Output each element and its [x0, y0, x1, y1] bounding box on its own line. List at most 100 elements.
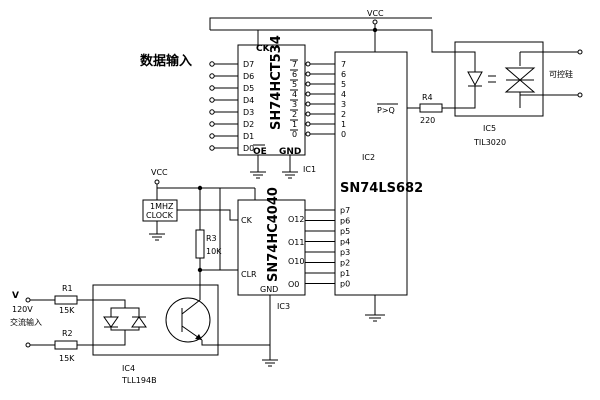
ic3-output-pin-label: O10	[288, 257, 304, 266]
ic1-data-pin-label: D0	[243, 144, 254, 153]
ic5-part-label: TIL3020	[473, 138, 506, 147]
input-voltage-label: 120V	[12, 305, 33, 314]
ic1-data-pin-label: D3	[243, 108, 254, 117]
ic1-data-pin-label: D5	[243, 84, 254, 93]
ic1-part-label: SH74HCT534	[269, 35, 284, 130]
r4-name: R4	[422, 93, 433, 102]
thyristor-label: 可控硅	[549, 69, 573, 79]
ic1-clock-pin-label: CK	[256, 44, 271, 54]
ic4-part-label: TLL194B	[121, 376, 157, 385]
r4-resistor	[419, 103, 443, 113]
ic2-q-pin-label: 5	[341, 80, 346, 89]
ic3-output-pin-label: O0	[288, 280, 299, 289]
data-input-terminal	[209, 97, 215, 103]
ic2-q-pin-label: 0	[341, 130, 346, 139]
ic1-output-bubble	[305, 61, 311, 67]
r2-value: 15K	[59, 354, 75, 363]
ic3-ck-label: CK	[241, 216, 253, 225]
r2-resistor	[54, 340, 78, 350]
ic2-q-pin-label: 4	[341, 90, 346, 99]
ic1-output-pin-label: 0	[292, 130, 297, 139]
ic1-data-pin-label: D2	[243, 120, 254, 129]
ic1-output-bubble	[305, 111, 311, 117]
ic5-led-icon	[467, 71, 483, 87]
r3-value: 10K	[206, 247, 222, 256]
ic2-p-pin-label: p5	[340, 227, 350, 236]
ac-input-terminal-top	[25, 297, 31, 303]
input-desc-label: 交流输入	[10, 317, 42, 327]
data-input-terminal	[209, 85, 215, 91]
ic1-data-pin-label: D7	[243, 60, 254, 69]
input-v-label: V	[12, 291, 19, 301]
ic1-output-bubble	[305, 91, 311, 97]
r1-value: 15K	[59, 306, 75, 315]
ic2-p-pin-label: p0	[340, 280, 350, 289]
ic1-data-pin-label: D1	[243, 132, 254, 141]
data-input-terminal	[209, 121, 215, 127]
ic1-output-pin-label: 5	[292, 80, 297, 89]
ic1-output-bubble	[305, 71, 311, 77]
ic1-output-bubble	[305, 131, 311, 137]
data-input-title: 数据输入	[140, 53, 192, 69]
ic2-part-label: SN74LS682	[340, 181, 423, 196]
ic2-q-pin-label: 3	[341, 100, 346, 109]
data-input-terminal	[209, 73, 215, 79]
clock-to-ck-wire	[177, 209, 238, 221]
ic1-gnd-label: GND	[279, 147, 301, 157]
clock-line1: 1MHZ	[150, 202, 174, 211]
vcc-left-label: VCC	[151, 168, 168, 177]
ic3-body	[237, 199, 306, 296]
ic2-p-pin-label: p3	[340, 248, 350, 257]
ic1-ref-label: IC1	[303, 165, 316, 174]
ic5-triac-icon	[504, 67, 536, 81]
ic5-ref-label: IC5	[483, 124, 496, 133]
ic4-emitter-ground-wire	[201, 340, 271, 360]
ic2-q-pin-label: 1	[341, 120, 346, 129]
ic2-p-pin-label: p7	[340, 206, 350, 215]
ic1-output-pin-label: 4	[292, 90, 297, 99]
clock-line2: CLOCK	[146, 211, 174, 220]
ic2-body	[334, 51, 408, 296]
r4-value: 220	[420, 116, 435, 125]
ic1-output-pin-label: 7	[292, 60, 297, 69]
vcc-left-terminal	[154, 179, 160, 185]
ic1-oe-label: OE	[253, 147, 267, 157]
ic2-p-pin-label: p4	[340, 238, 350, 247]
ic2-q-pin-label: 6	[341, 70, 346, 79]
ic2-p-pin-label: p1	[340, 269, 350, 278]
ic1-output-bubble	[305, 101, 311, 107]
r1-resistor	[54, 295, 78, 305]
ic1-output-pin-label: 2	[292, 110, 297, 119]
vcc-top-terminal	[372, 19, 378, 25]
ic2-q-pin-label: 2	[341, 110, 346, 119]
ic1-output-pin-label: 6	[292, 70, 297, 79]
r1-name: R1	[62, 284, 73, 293]
vcc-to-ic5-wire	[375, 29, 455, 53]
ic1-output-bubble	[305, 121, 311, 127]
ic3-clr-label: CLR	[241, 270, 257, 279]
ic4-transistor-icon	[165, 297, 211, 343]
ic2-q-pin-label: 7	[341, 60, 346, 69]
ic1-output-pin-label: 3	[292, 100, 297, 109]
vcc-left-bus	[157, 187, 221, 270]
vcc-top-label: VCC	[367, 9, 384, 18]
data-input-terminal	[209, 145, 215, 151]
ic1-output-bubble	[305, 81, 311, 87]
ic3-output-pin-label: O11	[288, 238, 304, 247]
ic4-ref-label: IC4	[122, 364, 135, 373]
ic2-p-pin-label: p6	[340, 217, 350, 226]
ic2-ref-label: IC2	[362, 153, 375, 162]
thyristor-terminal-top	[577, 49, 583, 55]
ic2-p-pin-label: p2	[340, 259, 350, 268]
thyristor-terminal-bottom	[577, 92, 583, 98]
ic5-body	[454, 41, 544, 117]
ic1-data-pin-label: D4	[243, 96, 254, 105]
ic3-ref-label: IC3	[277, 302, 290, 311]
data-input-terminal	[209, 61, 215, 67]
